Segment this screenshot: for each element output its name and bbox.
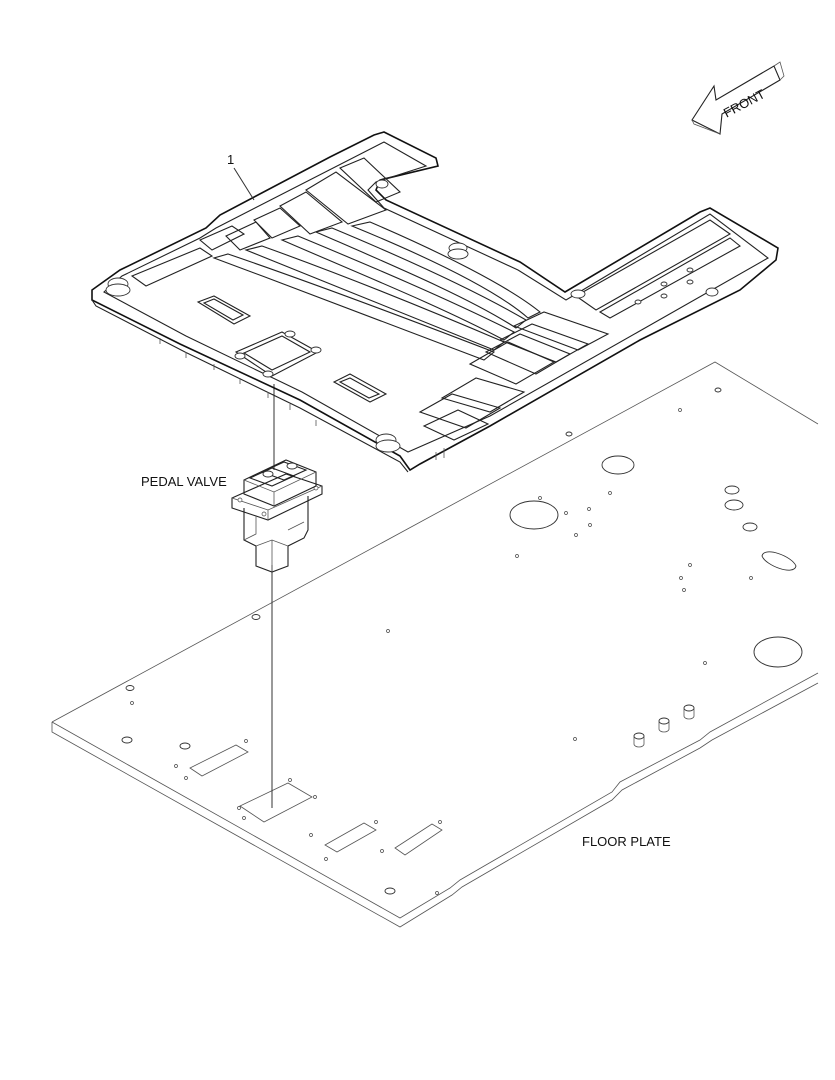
part-callout-number: 1	[227, 152, 235, 167]
front-arrow: FRONT	[691, 61, 785, 135]
floor-mat-clips	[159, 338, 445, 460]
floor-plate-fastener-holes	[130, 408, 753, 895]
pedal-valve	[231, 459, 323, 573]
callout-1-leader-line	[233, 167, 255, 201]
pedal-valve-label: PEDAL VALVE	[141, 474, 227, 489]
floor-plate	[51, 361, 819, 928]
floor-plate-label: FLOOR PLATE	[582, 834, 671, 849]
front-arrow-label: FRONT	[721, 86, 768, 120]
floor-plate-studs	[633, 704, 695, 748]
floor-mat	[91, 131, 779, 473]
